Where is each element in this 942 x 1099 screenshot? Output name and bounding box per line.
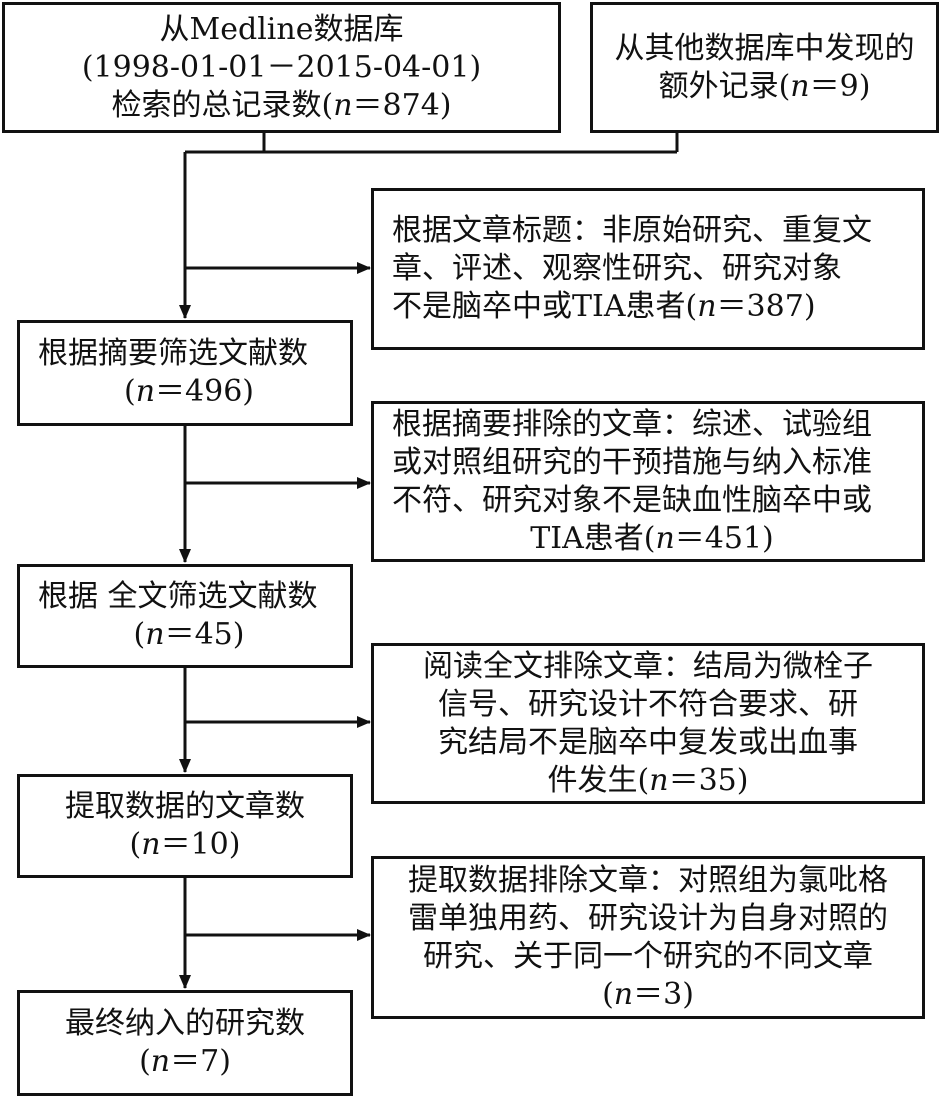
medline-line2: (1998-01-01－2015-04-01) bbox=[81, 49, 482, 85]
excl-abstract-line1: 根据摘要排除的文章：综述、试验组 bbox=[392, 406, 872, 442]
excl-extract-line1: 提取数据排除文章：对照组为氯吡格 bbox=[408, 862, 888, 898]
fulltext-screen-line1: 根据 全文筛选文献数 bbox=[38, 579, 318, 614]
box-excluded-after-fulltext: 阅读全文排除文章：结局为微栓子 信号、研究设计不符合要求、研 究结局不是脑卒中复… bbox=[371, 643, 925, 804]
final-line1: 最终纳入的研究数 bbox=[65, 1006, 305, 1041]
box-data-extraction: 提取数据的文章数 (n＝10) bbox=[17, 774, 353, 878]
box-excluded-by-abstract: 根据摘要排除的文章：综述、试验组 或对照组研究的干预措施与纳入标准 不符、研究对… bbox=[371, 401, 925, 562]
extract-line1: 提取数据的文章数 bbox=[65, 789, 305, 824]
excl-abstract-line2: 或对照组研究的干预措施与纳入标准 bbox=[392, 444, 872, 480]
excl-fulltext-line4: 件发生(n＝35) bbox=[547, 762, 749, 798]
excl-title-line1: 根据文章标题：非原始研究、重复文 bbox=[392, 213, 872, 248]
other-line1: 从其他数据库中发现的 bbox=[614, 30, 915, 66]
abstract-screen-line1: 根据摘要筛选文献数 bbox=[38, 336, 308, 371]
excl-fulltext-line3: 究结局不是脑卒中复发或出血事 bbox=[438, 724, 858, 760]
box-abstract-screening: 根据摘要筛选文献数 (n＝496) bbox=[17, 320, 353, 426]
excl-title-line3: 不是脑卒中或TIA患者(n＝387) bbox=[392, 289, 816, 324]
excl-extract-line3: 研究、关于同一个研究的不同文章 bbox=[423, 938, 873, 974]
other-line2: 额外记录(n＝9) bbox=[658, 68, 871, 104]
box-excluded-by-title: 根据文章标题：非原始研究、重复文 章、评述、观察性研究、研究对象 不是脑卒中或T… bbox=[371, 188, 925, 350]
box-fulltext-screening: 根据 全文筛选文献数 (n＝45) bbox=[17, 564, 353, 668]
excl-abstract-line4: TIA患者(n＝451) bbox=[530, 520, 774, 556]
excl-fulltext-line2: 信号、研究设计不符合要求、研 bbox=[438, 686, 858, 722]
box-final-included: 最终纳入的研究数 (n＝7) bbox=[17, 990, 353, 1096]
box-other-records: 从其他数据库中发现的 额外记录(n＝9) bbox=[590, 2, 939, 133]
excl-fulltext-line1: 阅读全文排除文章：结局为微栓子 bbox=[423, 648, 873, 684]
box-medline-records: 从Medline数据库 (1998-01-01－2015-04-01) 检索的总… bbox=[2, 2, 561, 133]
final-line2: (n＝7) bbox=[139, 1044, 231, 1079]
excl-extract-line4: (n＝3) bbox=[602, 976, 694, 1012]
excl-extract-line2: 雷单独用药、研究设计为自身对照的 bbox=[408, 900, 888, 936]
extract-line2: (n＝10) bbox=[129, 827, 241, 862]
medline-line1: 从Medline数据库 bbox=[159, 11, 404, 47]
abstract-screen-line2: (n＝496) bbox=[123, 374, 254, 409]
excl-abstract-line3: 不符、研究对象不是缺血性脑卒中或 bbox=[392, 482, 872, 518]
excl-title-line2: 章、评述、观察性研究、研究对象 bbox=[392, 251, 842, 286]
fulltext-screen-line2: (n＝45) bbox=[133, 617, 245, 652]
box-excluded-at-extraction: 提取数据排除文章：对照组为氯吡格 雷单独用药、研究设计为自身对照的 研究、关于同… bbox=[371, 856, 925, 1019]
medline-line3: 检索的总记录数(n＝874) bbox=[111, 87, 452, 123]
